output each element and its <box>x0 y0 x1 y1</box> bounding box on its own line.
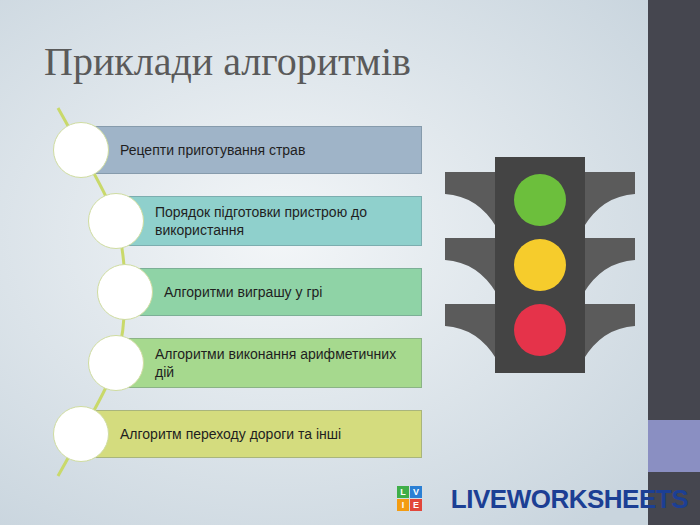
logo-letter: E <box>410 499 422 511</box>
logo-letter: V <box>410 486 422 498</box>
circle-marker <box>97 264 153 320</box>
slide-title: Приклади алгоритмів <box>44 38 411 85</box>
side-bar <box>648 0 700 525</box>
circle-marker <box>53 122 109 178</box>
circle-marker <box>88 335 144 391</box>
list-band: Алгоритм переходу дороги та інші <box>81 410 422 458</box>
band-label: Алгоритми виграшу у грі <box>164 283 413 301</box>
list-band: Порядок підготовки пристрою до використа… <box>116 196 422 246</box>
band-label: Алгоритм переходу дороги та інші <box>120 425 413 443</box>
logo-letter: I <box>397 499 409 511</box>
band-label: Алгоритми виконання арифметичних дій <box>155 345 413 381</box>
list-band: Алгоритми виграшу у грі <box>125 268 422 316</box>
watermark: LIVEWORKSHEETS <box>451 484 688 515</box>
list-band: Рецепти приготування страв <box>81 126 422 174</box>
band-label: Рецепти приготування страв <box>120 141 413 159</box>
traffic-light <box>445 157 635 373</box>
band-label: Порядок підготовки пристрою до використа… <box>155 203 413 239</box>
list-band: Алгоритми виконання арифметичних дій <box>116 338 422 388</box>
side-block <box>648 420 700 472</box>
circle-marker <box>88 193 144 249</box>
logo-letter: L <box>397 486 409 498</box>
circle-marker <box>53 406 109 462</box>
